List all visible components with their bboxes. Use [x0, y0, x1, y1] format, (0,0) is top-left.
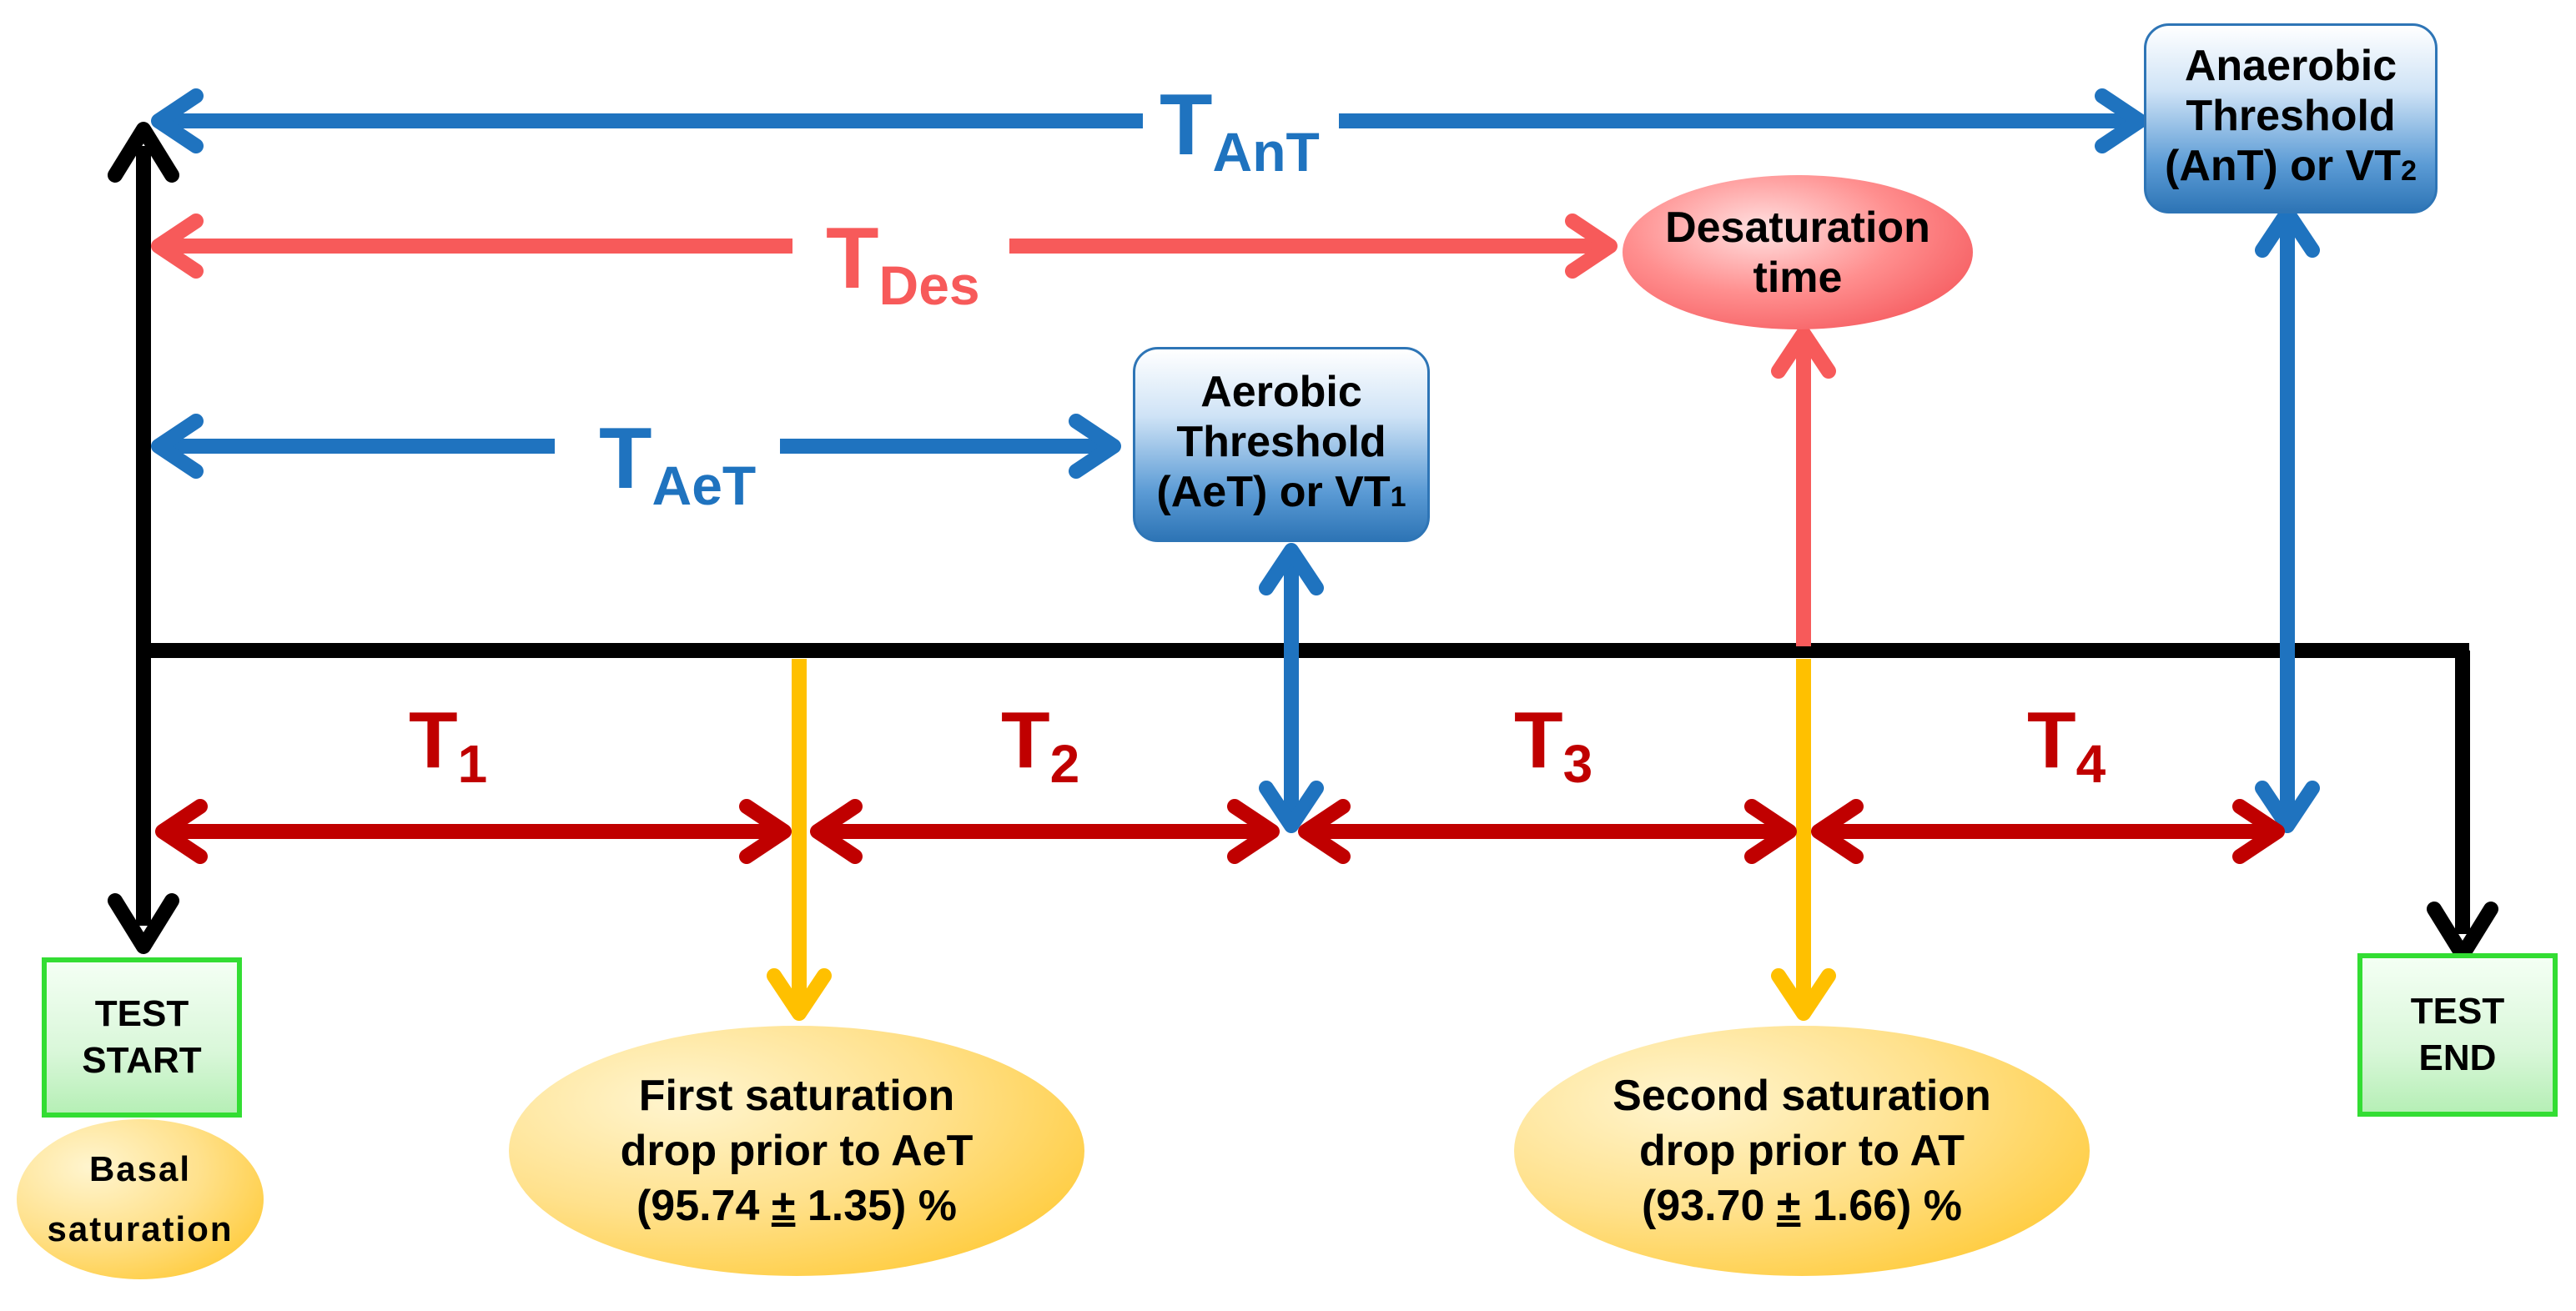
- first-drop-line3: (95.74 ± 1.35) %: [636, 1178, 957, 1233]
- basal-line2: saturation: [47, 1209, 234, 1248]
- desaturation-time-ellipse: Desaturation time: [1623, 175, 1973, 329]
- test-start-line2: START: [82, 1040, 202, 1081]
- anaerobic-line2: Threshold: [2186, 92, 2396, 140]
- t1-label: T1: [409, 696, 487, 794]
- t4-arrowhead-right: [2232, 799, 2285, 864]
- test-start-box: TEST START: [42, 957, 242, 1118]
- t-ant-arrowhead-left: [151, 88, 204, 153]
- t3-arrowhead-left: [1298, 799, 1351, 864]
- desaturation-line2: time: [1753, 253, 1843, 302]
- first-drop-line2: drop prior to AeT: [620, 1127, 974, 1175]
- first-drop-value: (95.74: [636, 1182, 772, 1230]
- start-down-arrowhead: [108, 893, 179, 954]
- second-drop-arrowhead-down: [1771, 968, 1836, 1021]
- first-drop-line1: First saturation: [638, 1072, 955, 1120]
- t1-arrowhead-left: [155, 799, 208, 864]
- second-drop-value: (93.70: [1641, 1182, 1777, 1230]
- aerobic-threshold-box: Aerobic Threshold (AeT) or VT1: [1133, 347, 1430, 542]
- t-des-arrowhead-left: [151, 213, 204, 279]
- test-end-line1: TEST: [2410, 991, 2505, 1032]
- t-aet-arrowhead-right: [1069, 414, 1121, 479]
- desaturation-arrowhead-up: [1771, 326, 1836, 379]
- anaerobic-line3-text: (AnT) or VT: [2165, 142, 2402, 190]
- first-drop-arrowhead-down: [767, 968, 832, 1021]
- first-drop-plusminus: ±: [771, 1182, 796, 1230]
- aerobic-line3: (AeT) or VT1: [1156, 467, 1406, 522]
- t-aet-label: TAeT: [599, 410, 756, 516]
- t1-arrowhead-right: [739, 799, 792, 864]
- ant-vertical-arrowhead-down: [2255, 781, 2320, 833]
- basal-line1: Basal: [88, 1149, 192, 1188]
- aerobic-line2: Threshold: [1176, 418, 1386, 466]
- t3-arrowhead-right: [1744, 799, 1797, 864]
- t-aet-arrowhead-left: [151, 414, 204, 479]
- t4-arrowhead-left: [1811, 799, 1864, 864]
- test-end-line2: END: [2418, 1037, 2497, 1078]
- second-drop-plusminus: ±: [1776, 1182, 1801, 1230]
- t-des-arrowhead-right: [1565, 213, 1618, 279]
- basal-saturation-ellipse: Basal saturation: [17, 1119, 264, 1279]
- t2-arrowhead-right: [1227, 799, 1280, 864]
- anaerobic-line1: Anaerobic: [2184, 42, 2397, 90]
- start-up-arrowhead: [108, 122, 179, 183]
- anaerobic-line3: (AnT) or VT2: [2165, 141, 2417, 196]
- first-drop-deviation: 1.35) %: [795, 1182, 958, 1230]
- desaturation-line1: Desaturation: [1665, 203, 1930, 252]
- anaerobic-line3-sub: 2: [2401, 155, 2417, 187]
- aerobic-line3-text: (AeT) or VT: [1156, 468, 1391, 516]
- second-drop-line2: drop prior to AT: [1639, 1127, 1965, 1175]
- aet-vertical-arrowhead-down: [1259, 781, 1324, 833]
- t-ant-label: TAnT: [1160, 77, 1320, 183]
- t4-label: T4: [2027, 696, 2106, 794]
- t-des-label: TDes: [826, 210, 980, 316]
- t2-arrowhead-left: [810, 799, 863, 864]
- first-saturation-drop-ellipse: First saturation drop prior to AeT (95.7…: [509, 1026, 1084, 1276]
- second-drop-deviation: 1.66) %: [1800, 1182, 1963, 1230]
- aet-vertical-arrowhead-up: [1259, 543, 1324, 595]
- test-start-line1: TEST: [94, 993, 189, 1034]
- second-saturation-drop-ellipse: Second saturation drop prior to AT (93.7…: [1514, 1026, 2090, 1276]
- aerobic-line1: Aerobic: [1200, 368, 1362, 416]
- aerobic-line3-sub: 1: [1390, 481, 1406, 513]
- test-end-box: TEST END: [2357, 953, 2558, 1117]
- t3-label: T3: [1514, 696, 1592, 794]
- second-drop-line3: (93.70 ± 1.66) %: [1642, 1178, 1962, 1233]
- anaerobic-threshold-box: Anaerobic Threshold (AnT) or VT2: [2144, 23, 2438, 213]
- t2-label: T2: [1001, 696, 1079, 794]
- t-ant-arrowhead-right: [2095, 88, 2147, 153]
- second-drop-line1: Second saturation: [1613, 1072, 1991, 1120]
